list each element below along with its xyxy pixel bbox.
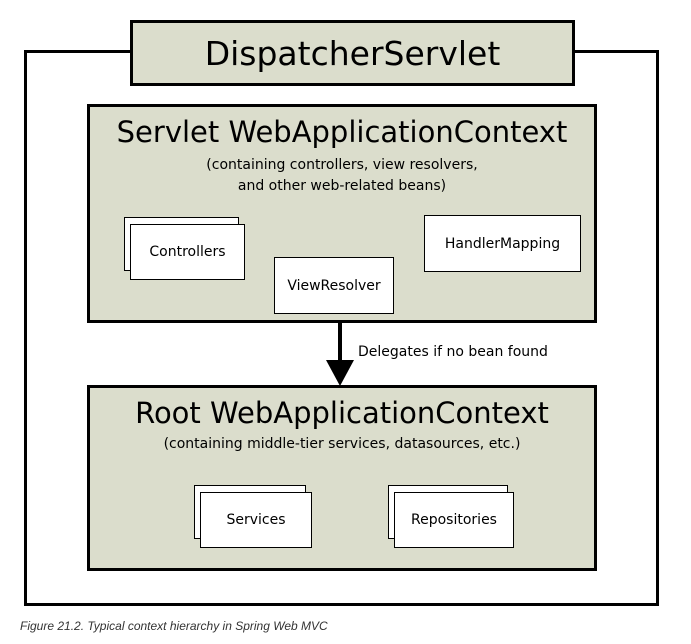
view-resolver-label: ViewResolver [287,277,381,294]
servlet-context-title: Servlet WebApplicationContext [116,115,568,149]
controllers-label: Controllers [149,244,226,260]
services-box: Services [200,492,312,548]
repositories-box: Repositories [394,492,514,548]
delegation-label: Delegates if no bean found [358,344,548,360]
view-resolver-box: ViewResolver [274,257,394,314]
servlet-context-subtitle-line1: (containing controllers, view resolvers, [206,157,478,173]
repositories-label: Repositories [411,512,497,528]
servlet-web-application-context: Servlet WebApplicationContext (containin… [87,104,597,323]
services-label: Services [226,512,286,528]
servlet-context-subtitle-line2: and other web-related beans) [237,178,447,194]
figure-caption: Figure 21.2. Typical context hierarchy i… [20,619,328,633]
handler-mapping-label: HandlerMapping [444,235,561,252]
controllers-box: Controllers [130,224,245,280]
root-web-application-context: Root WebApplicationContext (containing m… [87,385,597,571]
root-context-subtitle: (containing middle-tier services, dataso… [163,436,521,452]
dispatcher-servlet-label: DispatcherServlet [204,33,501,73]
delegation-arrow-head [326,360,354,386]
handler-mapping-box: HandlerMapping [424,215,581,272]
root-context-title: Root WebApplicationContext [135,396,549,430]
dispatcher-servlet-title: DispatcherServlet [130,20,575,86]
